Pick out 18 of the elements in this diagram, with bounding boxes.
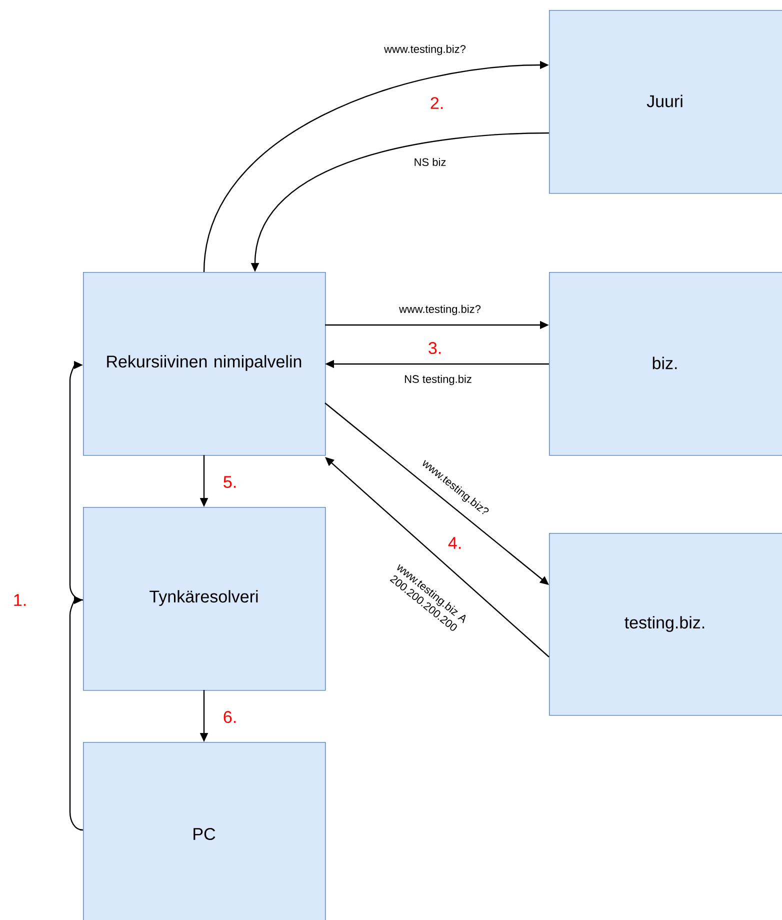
edge-label: www.testing.biz? bbox=[399, 304, 481, 316]
process-box: Juuri bbox=[549, 10, 782, 194]
step-number: 1. bbox=[14, 594, 26, 606]
process-box: PC bbox=[83, 742, 326, 920]
arrow bbox=[69, 360, 84, 601]
process-box: Tynkäresolveri bbox=[83, 507, 326, 691]
step-number: 6. bbox=[224, 710, 236, 724]
arrow bbox=[69, 596, 84, 831]
step-number: 5. bbox=[224, 476, 236, 488]
process-box: Rekursiivinen nimipalvelin bbox=[83, 272, 326, 456]
edge-label: NS testing.biz bbox=[404, 374, 472, 386]
edge-label: NS biz bbox=[414, 158, 446, 166]
step-number: 3. bbox=[428, 342, 441, 354]
step-number: 4. bbox=[448, 537, 461, 549]
process-box: testing.biz. bbox=[549, 533, 782, 716]
process-box: biz. bbox=[549, 272, 782, 456]
edge-label: www.testing.biz? bbox=[384, 44, 466, 56]
step-number: 2. bbox=[430, 97, 443, 109]
